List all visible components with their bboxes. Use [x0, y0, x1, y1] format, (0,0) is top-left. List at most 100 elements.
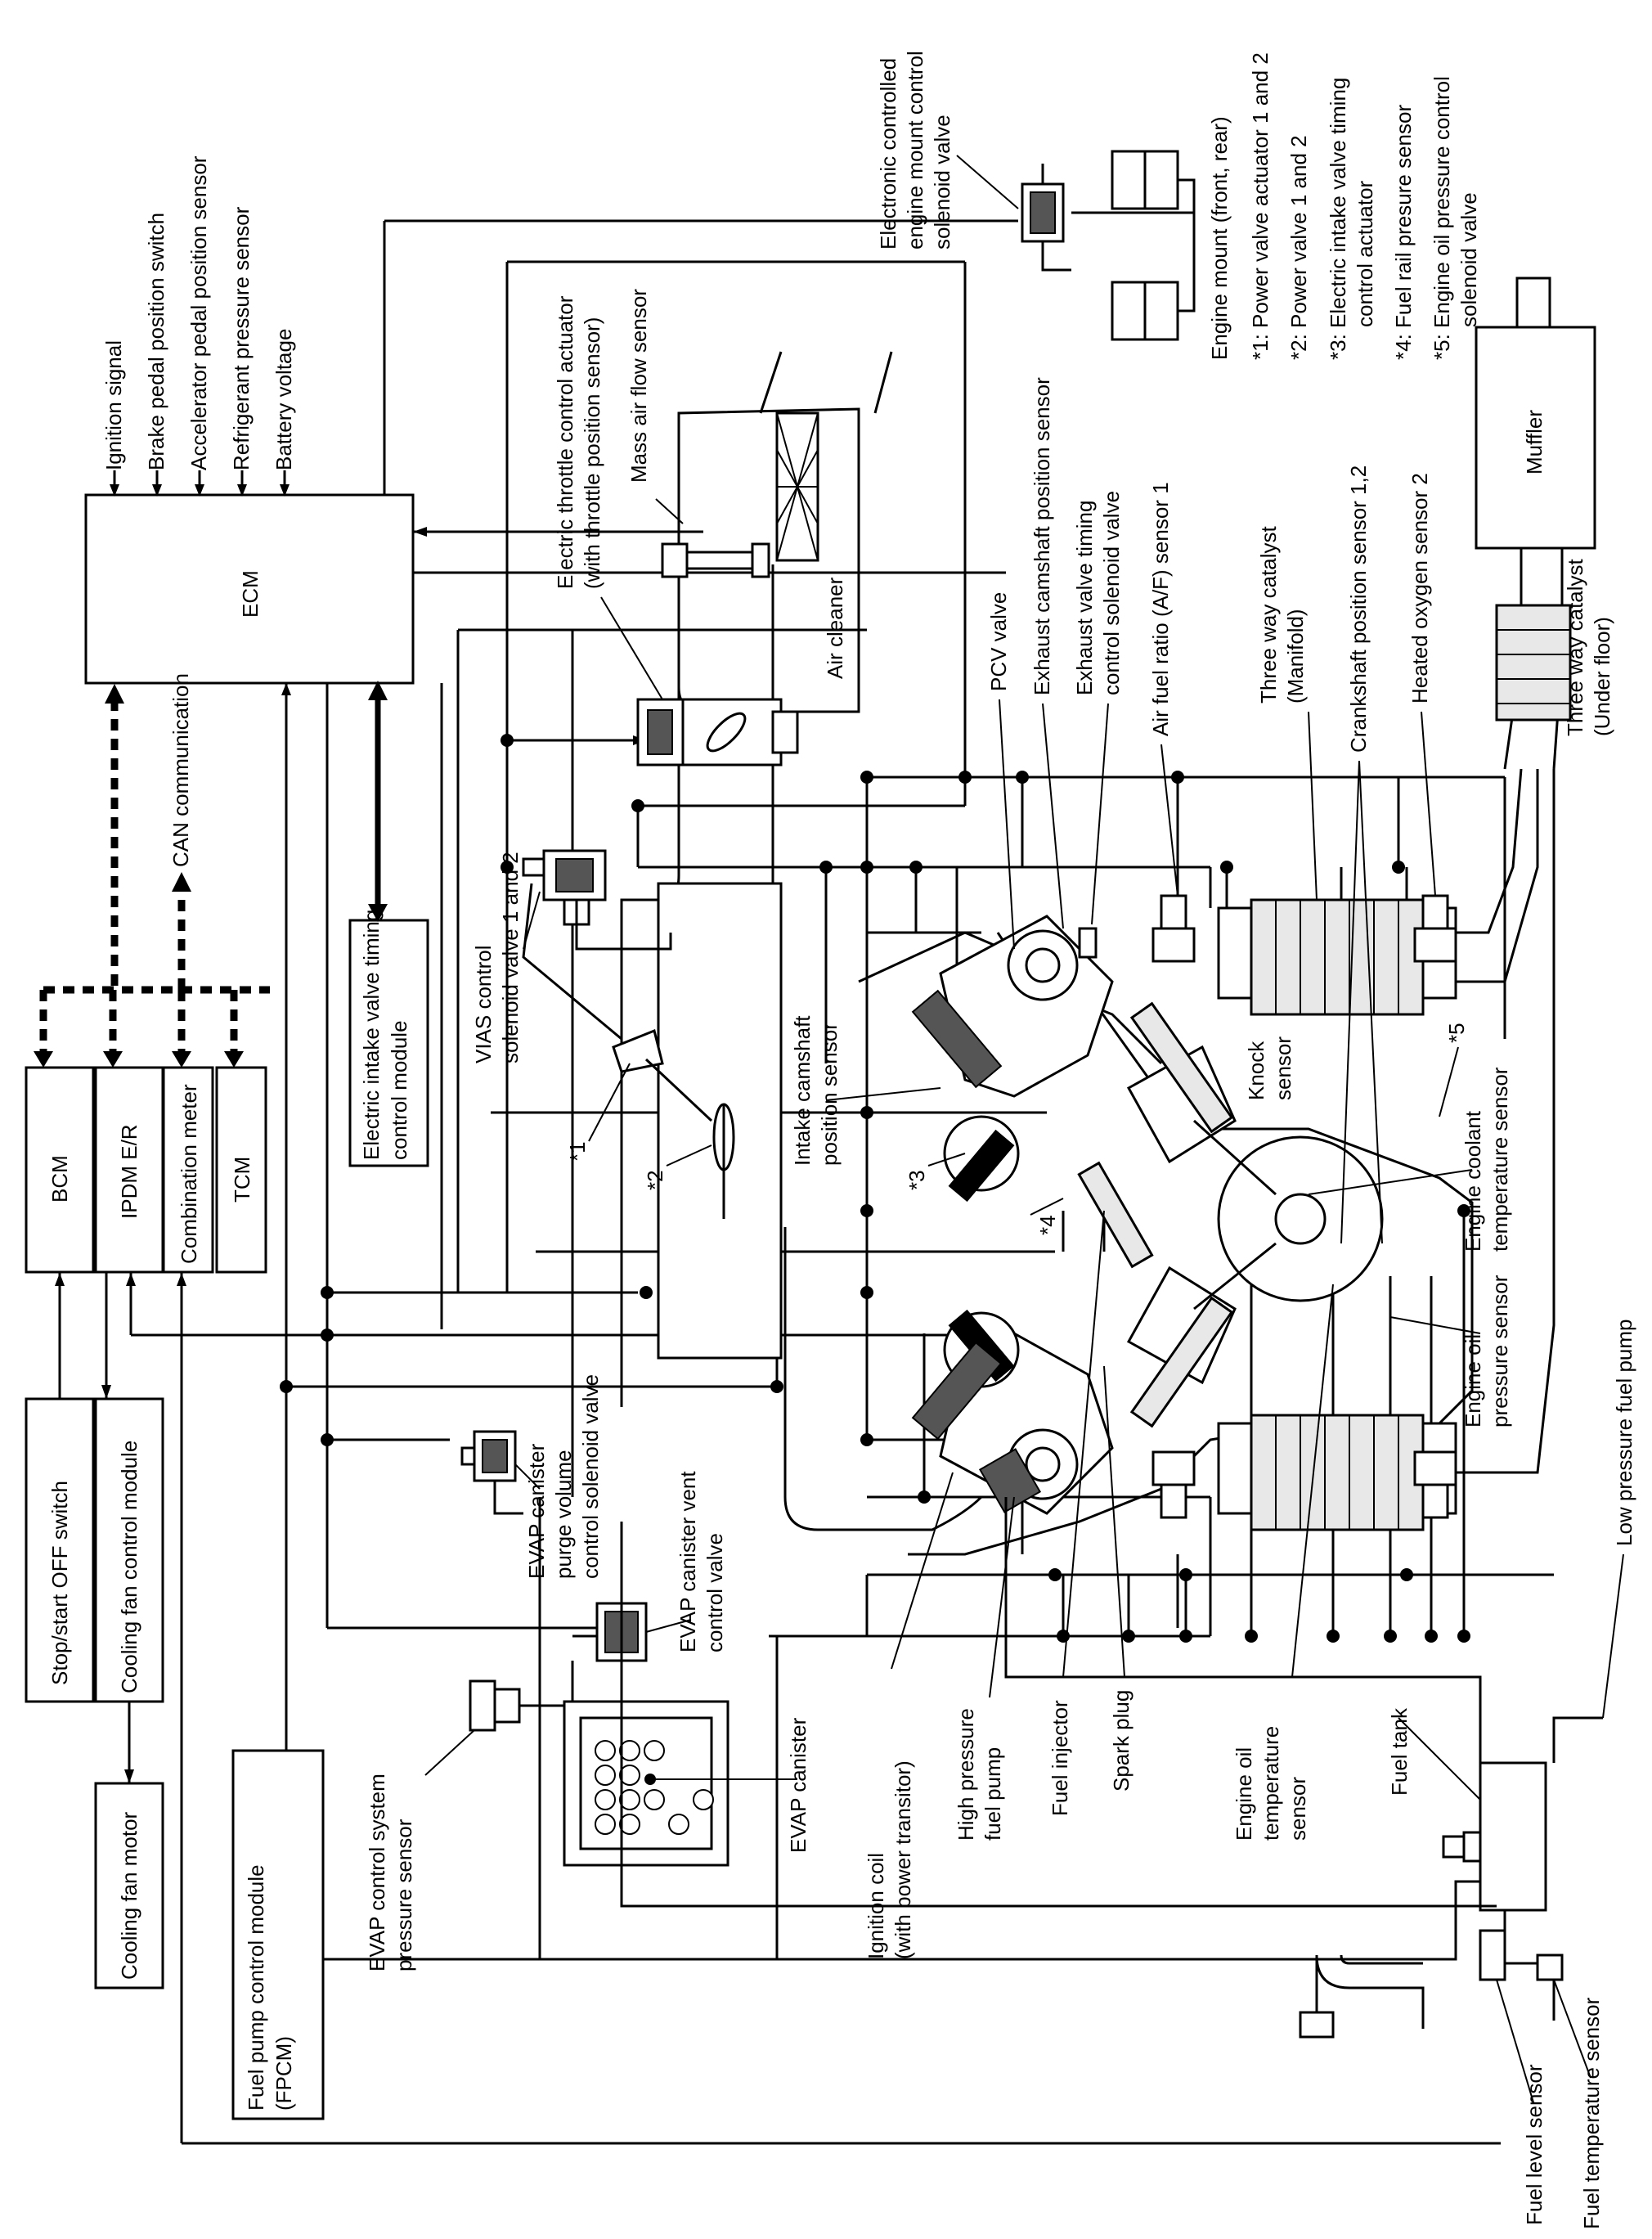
- ipdm-box: IPDM E/R: [94, 1066, 164, 1274]
- af-sensors: [1151, 894, 1457, 1519]
- svg-text:TCM: TCM: [230, 1157, 254, 1203]
- cooling-fan-module-box: Cooling fan control module: [94, 1397, 164, 1703]
- exhaust-manifold-left: [1217, 769, 1555, 1531]
- svg-text:pressure sensor: pressure sensor: [1488, 1275, 1512, 1427]
- ecm-box: ECM: [84, 493, 415, 685]
- svg-text:temperature sensor: temperature sensor: [1488, 1067, 1512, 1252]
- svg-text:Exhaust valve timing: Exhaust valve timing: [1072, 501, 1097, 695]
- fpcm-box: Fuel pump control module (FPCM): [231, 1749, 325, 2120]
- intake-timing-module-box: Electric intake valve timing control mod…: [348, 910, 429, 1167]
- engine-block: [783, 931, 1474, 1556]
- evap-canister: [563, 1700, 729, 1867]
- svg-text:Exhaust camshaft position sens: Exhaust camshaft position sensor: [1030, 377, 1054, 695]
- svg-text:control valve: control valve: [703, 1533, 727, 1652]
- power-valve-actuator: [612, 1028, 735, 1219]
- svg-text:position sensor: position sensor: [817, 1023, 842, 1166]
- input-brake-switch: Brake pedal position switch: [144, 213, 168, 470]
- fuel-lines: [538, 1497, 1497, 1961]
- svg-text:*5: *5: [1444, 1023, 1469, 1043]
- svg-text:*1: *1: [565, 1141, 590, 1162]
- svg-text:Fuel tank: Fuel tank: [1387, 1707, 1412, 1796]
- svg-text:pressure sensor: pressure sensor: [392, 1819, 416, 1971]
- svg-text:*4: Fuel rail presure sensor: *4: Fuel rail presure sensor: [1391, 105, 1416, 360]
- fuel-tank: [1299, 1716, 1603, 2039]
- vias-solenoid: [522, 849, 672, 1041]
- svg-text:EVAP canister: EVAP canister: [786, 1717, 810, 1853]
- engine-mounts: [1021, 150, 1196, 341]
- evap-pressure-sensor: [424, 1679, 564, 1776]
- cooling-fan-motor-box: Cooling fan motor: [94, 1782, 164, 1989]
- svg-text:Electric throttle control actu: Electric throttle control actuator: [553, 295, 577, 589]
- input-ignition-signal: Ignition signal: [101, 340, 126, 470]
- svg-text:*5: Engine oil pressure contro: *5: Engine oil pressure control: [1430, 76, 1454, 360]
- svg-text:(FPCM): (FPCM): [272, 2036, 296, 2111]
- svg-text:Cooling fan motor: Cooling fan motor: [117, 1811, 141, 1980]
- maf-sensor: [655, 498, 770, 578]
- svg-text:EVAP control system: EVAP control system: [365, 1774, 389, 1971]
- svg-text:*3: Electric intake valve timi: *3: Electric intake valve timing: [1326, 78, 1350, 360]
- evap-vent-valve: [571, 1602, 648, 1702]
- cylinder-heads: [911, 915, 1114, 1515]
- throttle-actuator: [600, 596, 799, 767]
- module-wiring: [55, 683, 1501, 2145]
- svg-text:control actuator: control actuator: [1353, 180, 1377, 327]
- svg-text:Spark plug: Spark plug: [1109, 1690, 1134, 1792]
- ecm-inputs: Ignition signal Brake pedal position swi…: [101, 155, 296, 497]
- underfloor-catalyst: [1495, 540, 1572, 770]
- svg-text:(Under floor): (Under floor): [1590, 617, 1614, 736]
- svg-text:Crankshaft position sensor 1,2: Crankshaft position sensor 1,2: [1346, 465, 1371, 753]
- svg-text:Air fuel ratio (A/F) sensor 1: Air fuel ratio (A/F) sensor 1: [1148, 482, 1173, 736]
- svg-text:Intake camshaft: Intake camshaft: [790, 1015, 815, 1166]
- svg-text:Knock: Knock: [1244, 1041, 1268, 1100]
- svg-text:engine mount control: engine mount control: [903, 51, 927, 250]
- svg-text:(with throttle position sensor: (with throttle position sensor): [580, 317, 604, 589]
- can-bus: CAN communication: [34, 673, 270, 1068]
- svg-text:Low pressure fuel pump: Low pressure fuel pump: [1612, 1320, 1636, 1546]
- tcm-box: TCM: [215, 1066, 267, 1274]
- svg-text:Three way catalyst: Three way catalyst: [1563, 558, 1587, 736]
- air-cleaner: [677, 351, 893, 713]
- intake-duct: [620, 564, 783, 1407]
- svg-text:Electronic controlled: Electronic controlled: [876, 58, 900, 250]
- svg-text:sensor: sensor: [1286, 1777, 1310, 1841]
- exhaust-manifold-right: [1217, 768, 1539, 1016]
- svg-text:Engine oil: Engine oil: [1232, 1747, 1256, 1841]
- combination-meter-box: Combination meter: [162, 1066, 214, 1274]
- svg-text:Fuel level sensor: Fuel level sensor: [1522, 2064, 1547, 2225]
- svg-text:Muffler: Muffler: [1522, 410, 1547, 474]
- svg-text:Combination meter: Combination meter: [177, 1084, 201, 1264]
- svg-text:EVAP canister: EVAP canister: [524, 1443, 549, 1579]
- svg-text:Engine mount (front, rear): Engine mount (front, rear): [1207, 116, 1232, 360]
- evap-purge-valve: [460, 1430, 523, 1515]
- svg-text:solenoid valve: solenoid valve: [930, 115, 954, 250]
- svg-text:*1: Power valve actuator 1 and: *1: Power valve actuator 1 and 2: [1248, 52, 1273, 360]
- svg-text:*2: *2: [643, 1170, 667, 1190]
- component-labels: Electronic controlled engine mount contr…: [365, 51, 1636, 2229]
- svg-text:*3: *3: [905, 1170, 929, 1190]
- can-label: CAN communication: [168, 673, 193, 867]
- svg-text:VIAS control: VIAS control: [471, 945, 496, 1063]
- svg-text:control module: control module: [387, 1020, 411, 1160]
- svg-text:Stop/start OFF switch: Stop/start OFF switch: [47, 1481, 72, 1685]
- svg-text:Ignition coil: Ignition coil: [864, 1853, 888, 1959]
- input-refrigerant-sensor: Refrigerant pressure sensor: [229, 206, 254, 470]
- svg-text:Cooling fan control module: Cooling fan control module: [117, 1441, 141, 1693]
- ecm-timing-link: [368, 681, 388, 922]
- svg-text:purge volume: purge volume: [551, 1450, 576, 1579]
- svg-text:PCV valve: PCV valve: [986, 592, 1011, 691]
- svg-text:temperature: temperature: [1259, 1726, 1283, 1841]
- svg-text:IPDM E/R: IPDM E/R: [117, 1124, 141, 1219]
- svg-text:solenoid valve: solenoid valve: [1457, 192, 1481, 327]
- legend: Engine mount (front, rear) *1: Power val…: [1207, 52, 1481, 360]
- svg-text:Fuel pump control module: Fuel pump control module: [244, 1864, 268, 2111]
- sensor-harness: [383, 219, 1554, 1959]
- svg-text:Three way catalyst: Three way catalyst: [1256, 525, 1281, 704]
- svg-text:High pressure: High pressure: [954, 1708, 978, 1841]
- svg-text:Engine oil: Engine oil: [1461, 1334, 1485, 1427]
- svg-text:*4: *4: [1035, 1215, 1060, 1235]
- svg-text:control solenoid valve: control solenoid valve: [578, 1374, 603, 1579]
- svg-text:*2: Power valve 1 and 2: *2: Power valve 1 and 2: [1286, 135, 1311, 360]
- svg-text:Mass air flow sensor: Mass air flow sensor: [626, 289, 651, 483]
- muffler-box: Muffler: [1475, 277, 1596, 550]
